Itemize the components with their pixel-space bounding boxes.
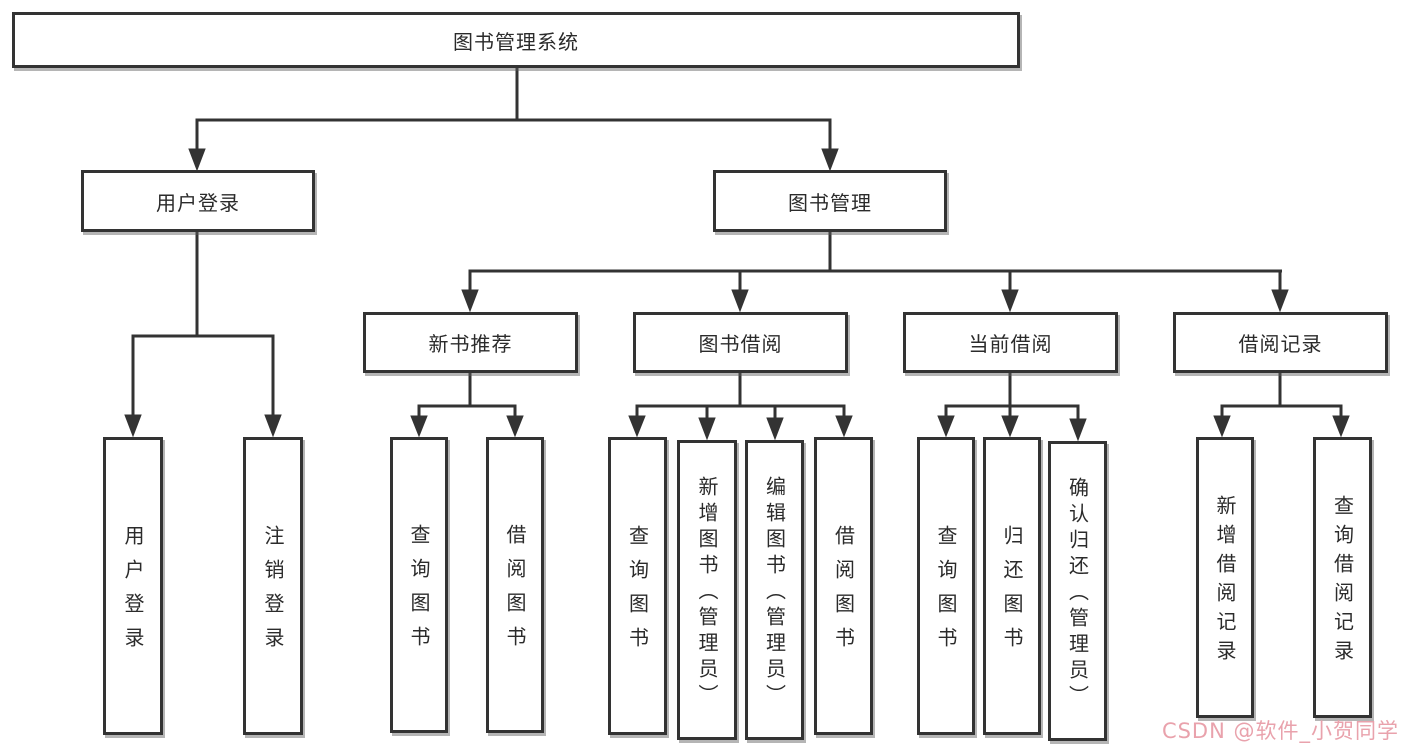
leaf-borrow-query-books: 查询图书 bbox=[608, 437, 667, 735]
leaf-edit-book-admin: 编辑图书（管理员） bbox=[745, 440, 804, 740]
leaf-current-query-books: 查询图书 bbox=[917, 437, 975, 735]
leaf-user-login-label: 用户登录 bbox=[121, 525, 145, 661]
leaf-add-book-admin-label: 新增图书（管理员） bbox=[695, 476, 719, 710]
node-book-management: 图书管理 bbox=[713, 170, 947, 232]
leaf-add-book-admin: 新增图书（管理员） bbox=[677, 440, 737, 740]
leaf-borrow-query-books-label: 查询图书 bbox=[625, 525, 650, 661]
leaf-add-borrow-record: 新增借阅记录 bbox=[1196, 437, 1254, 718]
leaf-borrow-books-label: 借阅图书 bbox=[831, 525, 856, 661]
leaf-confirm-return-admin: 确认归还（管理员） bbox=[1048, 441, 1107, 741]
leaf-user-login: 用户登录 bbox=[103, 437, 163, 735]
leaf-logout-label: 注销登录 bbox=[261, 525, 285, 661]
leaf-current-query-books-label: 查询图书 bbox=[934, 525, 958, 661]
leaf-add-borrow-record-label: 新增借阅记录 bbox=[1213, 495, 1237, 669]
node-new-book-recommend: 新书推荐 bbox=[363, 312, 578, 373]
leaf-newrec-borrow-books: 借阅图书 bbox=[486, 437, 544, 733]
node-current-borrow-label: 当前借阅 bbox=[968, 332, 1053, 356]
node-book-management-label: 图书管理 bbox=[788, 190, 872, 215]
leaf-return-books-label: 归还图书 bbox=[1000, 525, 1024, 661]
leaf-newrec-borrow-books-label: 借阅图书 bbox=[503, 524, 527, 660]
leaf-borrow-books: 借阅图书 bbox=[814, 437, 873, 735]
leaf-logout: 注销登录 bbox=[243, 437, 303, 735]
node-book-borrow: 图书借阅 bbox=[633, 312, 848, 373]
leaf-query-borrow-record: 查询借阅记录 bbox=[1313, 437, 1372, 718]
node-user-login-label: 用户登录 bbox=[156, 190, 240, 215]
node-borrow-records-label: 借阅记录 bbox=[1238, 332, 1323, 356]
node-book-borrow-label: 图书借阅 bbox=[698, 332, 783, 356]
leaf-newrec-query-books-label: 查询图书 bbox=[407, 524, 431, 660]
node-user-login: 用户登录 bbox=[81, 170, 315, 232]
leaf-return-books: 归还图书 bbox=[983, 437, 1041, 735]
node-root: 图书管理系统 bbox=[12, 12, 1020, 68]
node-new-book-recommend-label: 新书推荐 bbox=[428, 332, 513, 356]
leaf-confirm-return-admin-label: 确认归还（管理员） bbox=[1065, 477, 1090, 711]
node-current-borrow: 当前借阅 bbox=[903, 312, 1118, 373]
node-borrow-records: 借阅记录 bbox=[1173, 312, 1388, 373]
csdn-watermark: CSDN @软件_小贺同学 bbox=[1161, 719, 1399, 743]
leaf-edit-book-admin-label: 编辑图书（管理员） bbox=[762, 476, 787, 710]
node-root-label: 图书管理系统 bbox=[453, 29, 579, 54]
leaf-newrec-query-books: 查询图书 bbox=[390, 437, 448, 733]
leaf-query-borrow-record-label: 查询借阅记录 bbox=[1330, 495, 1355, 669]
